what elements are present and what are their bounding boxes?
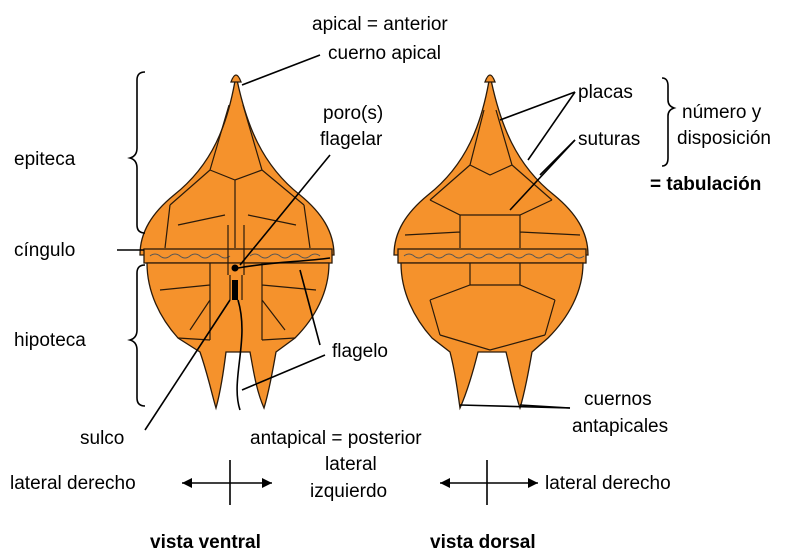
lateral-izquierdo-label-1: lateral — [325, 454, 377, 475]
ventral-epitheca — [140, 75, 334, 255]
vista-dorsal-label: vista dorsal — [430, 532, 536, 553]
sulco-label: sulco — [80, 428, 124, 449]
placas-bracket — [662, 78, 674, 166]
epiteca-label: epiteca — [14, 149, 76, 170]
numero-label-2: disposición — [677, 128, 771, 149]
vista-ventral-label: vista ventral — [150, 532, 261, 553]
epiteca-bracket — [130, 72, 145, 233]
suturas-label: suturas — [578, 129, 640, 150]
dorsal-cingulum — [398, 249, 586, 263]
poro-label-1: poro(s) — [323, 103, 383, 124]
dorsal-cell — [394, 75, 588, 408]
cuernos-label-1: cuernos — [584, 389, 652, 410]
poro-label-2: flagelar — [320, 129, 383, 150]
lateral-derecho-left-label: lateral derecho — [10, 473, 136, 494]
cingulo-label: cíngulo — [14, 240, 75, 261]
lateral-izquierdo-label-2: izquierdo — [310, 481, 387, 502]
lateral-derecho-right-label: lateral derecho — [545, 473, 671, 494]
ventral-cell — [140, 75, 334, 410]
tabulacion-label: = tabulación — [650, 174, 761, 195]
antapical-label: antapical = posterior — [250, 428, 422, 449]
cuernos-label-2: antapicales — [572, 416, 668, 437]
flagelo-label: flagelo — [332, 341, 388, 362]
apical-label: apical = anterior — [312, 14, 448, 35]
numero-label-1: número y — [682, 102, 762, 123]
cuerno-apical-label: cuerno apical — [328, 43, 441, 64]
placas-label: placas — [578, 82, 633, 103]
hipoteca-label: hipoteca — [14, 330, 86, 351]
dorsal-epitheca — [394, 75, 588, 255]
hipoteca-bracket — [130, 265, 145, 406]
